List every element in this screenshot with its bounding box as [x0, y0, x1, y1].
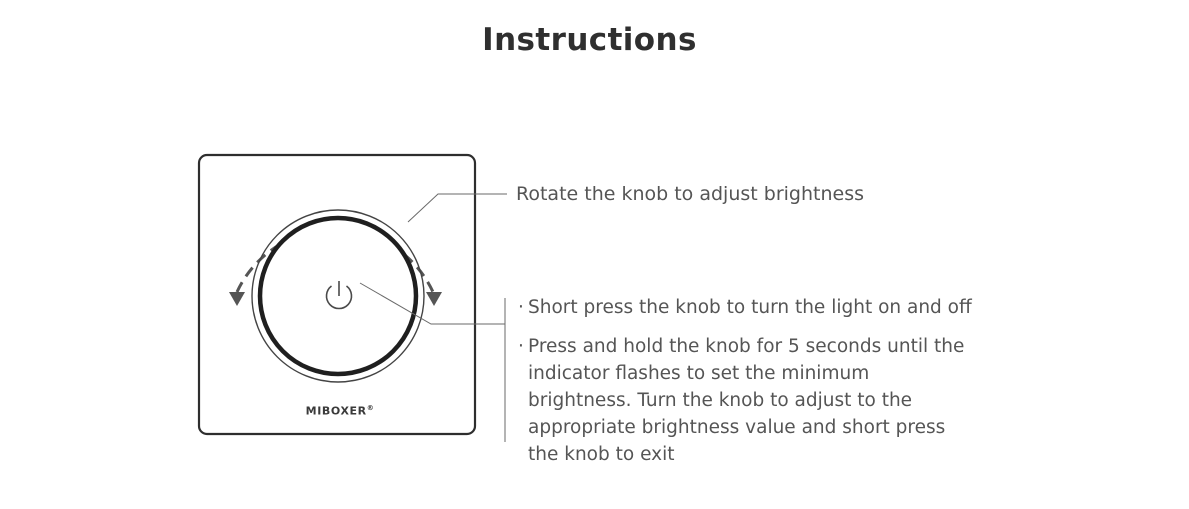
- power-icon: [325, 281, 353, 310]
- rotate-callout-line: [407, 193, 507, 223]
- press-instructions-list: ·Short press the knob to turn the light …: [518, 294, 978, 468]
- knob: [257, 215, 419, 377]
- knob-outer-ring: [251, 209, 425, 383]
- rotate-instruction: Rotate the knob to adjust brightness: [516, 183, 864, 205]
- list-item: ·Short press the knob to turn the light …: [518, 297, 972, 318]
- list-item: ·Press and hold the knob for 5 seconds u…: [518, 336, 965, 465]
- rotation-arrow-icon: [229, 227, 442, 306]
- press-callout-line: [359, 282, 505, 325]
- brand-logo: MIBOXER®: [305, 404, 375, 418]
- page-title: Instructions: [482, 22, 697, 58]
